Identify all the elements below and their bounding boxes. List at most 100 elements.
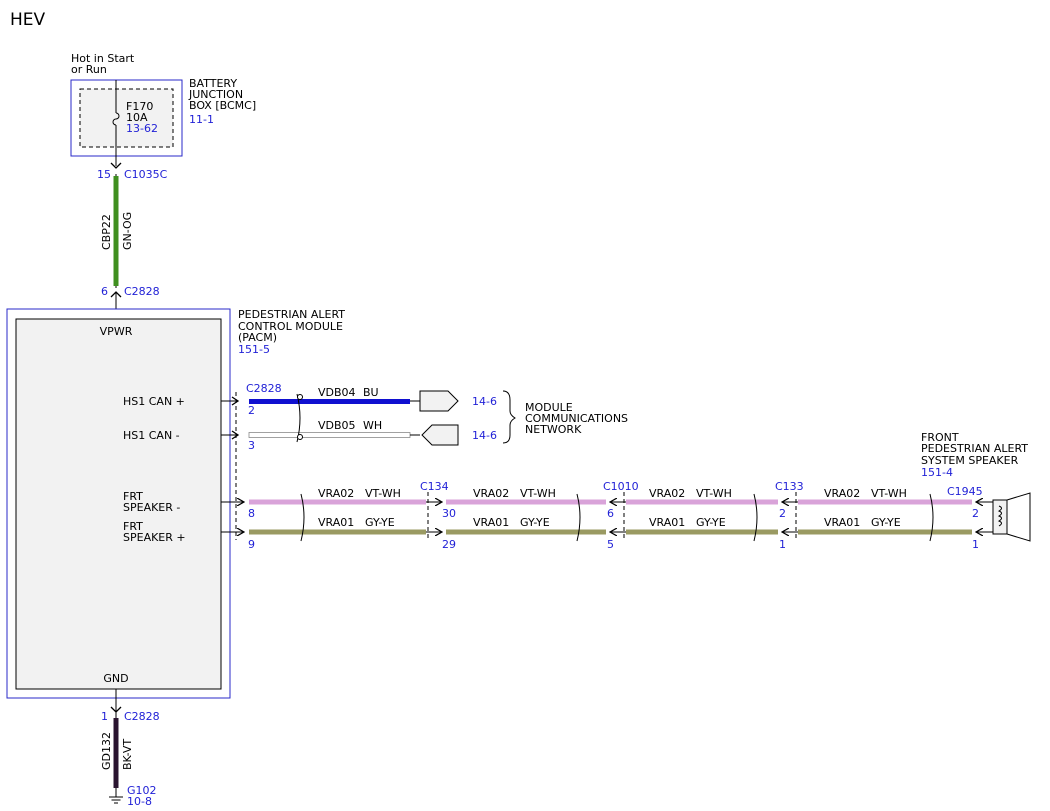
speaker-name-2: PEDESTRIAN ALERT <box>921 442 1028 455</box>
pin-number: 2 <box>779 507 786 520</box>
wire-circuit-label: VRA01 <box>318 516 354 529</box>
pacm-name-3: (PACM) <box>238 331 277 344</box>
wire-ref[interactable]: 14-6 <box>472 429 497 442</box>
wire-circuit-label: VDB05 <box>318 419 356 432</box>
wire-color-label: BK-VT <box>121 739 134 770</box>
brace-icon <box>502 390 516 444</box>
pin-number: 5 <box>607 538 614 551</box>
pacm-pin-hs1-can-minus: HS1 CAN - <box>123 429 180 442</box>
connector-label[interactable]: C133 <box>775 480 804 493</box>
wire-vra02 <box>798 499 972 505</box>
pin-number: 1 <box>779 538 786 551</box>
network-label-2: COMMUNICATIONS <box>525 412 628 425</box>
connector-label[interactable]: C1035C <box>124 168 168 181</box>
speaker-run <box>221 492 990 542</box>
harness-connector-icon <box>421 424 459 446</box>
bjb-ref[interactable]: 11-1 <box>189 113 214 126</box>
pin-number: 30 <box>442 507 456 520</box>
hot-label-1: Hot in Start <box>71 52 135 65</box>
pacm-vpwr: VPWR <box>100 325 133 338</box>
pin-number: 2 <box>248 404 255 417</box>
network-label-1: MODULE <box>525 401 573 414</box>
wire-circuit-label: VRA01 <box>473 516 509 529</box>
wire-vra01 <box>249 529 426 535</box>
bjb-name-2: JUNCTION <box>188 88 243 101</box>
battery-junction-box: F170 10A 13-62 <box>70 79 183 169</box>
pin-number: 2 <box>972 507 979 520</box>
wire-circuit-label: VRA01 <box>824 516 860 529</box>
wire-vdb05 <box>248 432 411 438</box>
connector-label[interactable]: C2828 <box>124 710 160 723</box>
wire-color-label: GY-YE <box>520 516 550 529</box>
wire-color-label: GY-YE <box>365 516 395 529</box>
speaker-icon <box>990 492 1031 542</box>
wire-vra02 <box>626 499 778 505</box>
wire-vra02 <box>249 499 426 505</box>
network-label-3: NETWORK <box>525 423 582 436</box>
hot-label-2: or Run <box>71 63 107 76</box>
wire-color-label: BU <box>363 386 379 399</box>
wire-color-label: VT-WH <box>871 487 907 500</box>
harness-connector-icon <box>419 390 459 412</box>
wire-circuit-label: VRA02 <box>318 487 354 500</box>
ground-icon <box>109 796 123 804</box>
fuse-icon <box>112 112 120 126</box>
connector-label[interactable]: C1010 <box>603 480 639 493</box>
wire-color-label: GY-YE <box>871 516 901 529</box>
pacm-module <box>6 308 231 699</box>
pin-number: 3 <box>248 439 255 452</box>
speaker-name-1: FRONT <box>921 431 959 444</box>
wire-vra01 <box>626 529 778 535</box>
chevron-down-icon <box>110 162 122 169</box>
wire-color-label: GY-YE <box>696 516 726 529</box>
ground-label[interactable]: G102 <box>127 784 157 797</box>
diagram-title: HEV <box>10 10 46 30</box>
pin-number: 1 <box>972 538 979 551</box>
pacm-pin-spk-plus-1: FRT <box>123 520 143 533</box>
wire-color-label: GN-OG <box>121 212 134 250</box>
fuse-number: F170 <box>126 100 153 113</box>
pin-number: 15 <box>97 168 111 181</box>
wire-circuit-label: VRA01 <box>649 516 685 529</box>
fuse-ref[interactable]: 13-62 <box>126 122 158 135</box>
bjb-name-3: BOX [BCMC] <box>189 99 256 112</box>
wire-circuit-label: GD132 <box>100 732 113 770</box>
wire-circuit-label: VRA02 <box>824 487 860 500</box>
wire-circuit-label: VRA02 <box>473 487 509 500</box>
wire-vra02 <box>446 499 606 505</box>
pin-number: 9 <box>248 538 255 551</box>
speaker-name-3: SYSTEM SPEAKER <box>921 454 1019 467</box>
pacm-pin-hs1-can-plus: HS1 CAN + <box>123 395 185 408</box>
pacm-name-2: CONTROL MODULE <box>238 320 343 333</box>
wire-circuit-label: VDB04 <box>318 386 356 399</box>
wire-vra01 <box>446 529 606 535</box>
pacm-gnd: GND <box>103 672 128 685</box>
wire-vra01 <box>798 529 972 535</box>
wire-color-label: VT-WH <box>520 487 556 500</box>
pin-number: 6 <box>101 285 108 298</box>
bjb-name-1: BATTERY <box>189 77 237 90</box>
ground-ref[interactable]: 10-8 <box>127 795 152 808</box>
connector-label[interactable]: C1945 <box>947 485 983 498</box>
wire-cbp22 <box>113 176 119 286</box>
wire-vdb04 <box>249 399 410 404</box>
wire-ref[interactable]: 14-6 <box>472 395 497 408</box>
wire-gd132 <box>113 718 119 788</box>
speaker-ref[interactable]: 151-4 <box>921 466 953 479</box>
wire-circuit-label: CBP22 <box>100 214 113 250</box>
wire-color-label: VT-WH <box>365 487 401 500</box>
pacm-name-1: PEDESTRIAN ALERT <box>238 308 345 321</box>
fuse-amps: 10A <box>126 111 148 124</box>
pin-number: 1 <box>101 710 108 723</box>
connector-label[interactable]: C2828 <box>246 382 282 395</box>
pacm-pin-spk-minus-2: SPEAKER - <box>123 501 180 514</box>
connector-label[interactable]: C2828 <box>124 285 160 298</box>
pin-number: 29 <box>442 538 456 551</box>
pin-number: 6 <box>607 507 614 520</box>
pacm-pin-spk-minus-1: FRT <box>123 490 143 503</box>
wire-circuit-label: VRA02 <box>649 487 685 500</box>
pacm-ref[interactable]: 151-5 <box>238 343 270 356</box>
wire-color-label: WH <box>363 419 382 432</box>
connector-label[interactable]: C134 <box>420 480 449 493</box>
